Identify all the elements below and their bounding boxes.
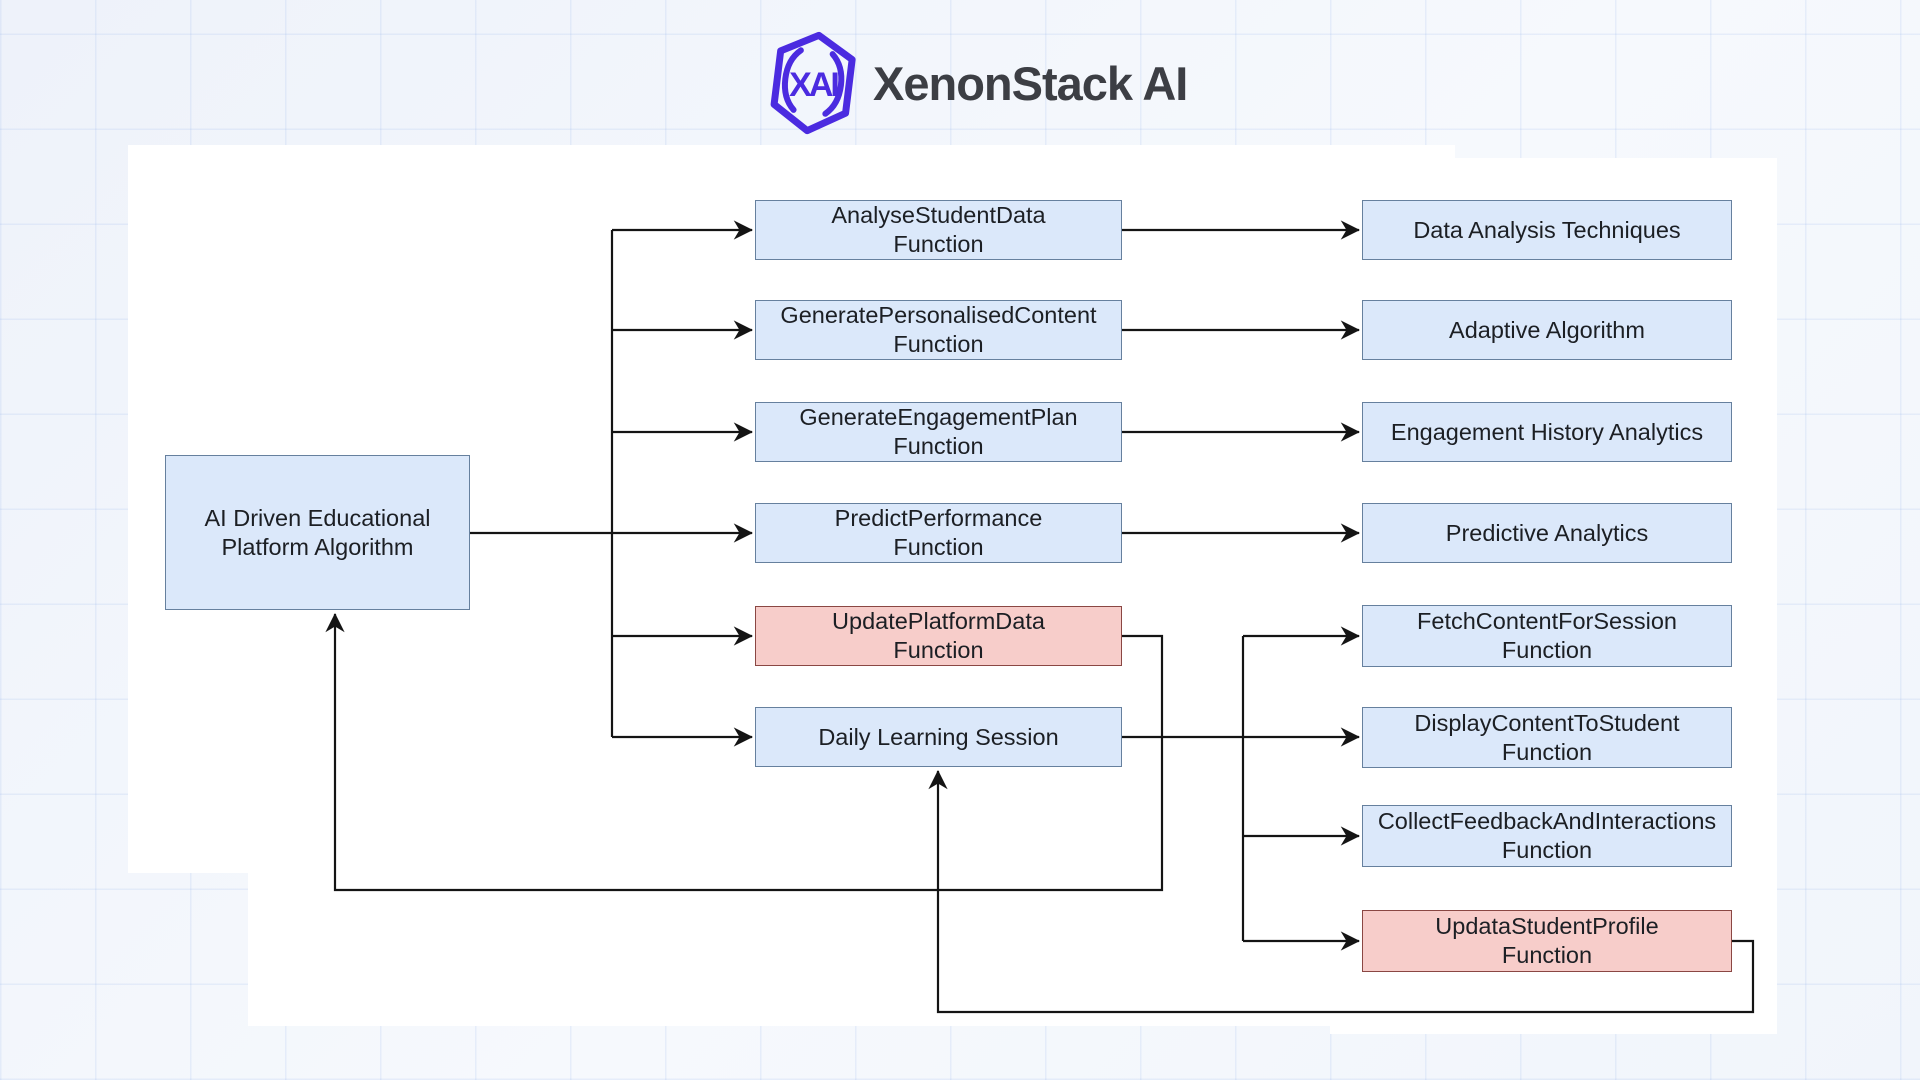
node-label-line: Function [1501,837,1593,863]
node-label-line: CollectFeedbackAndInteractions [1377,808,1717,834]
node-daily-learning-session: Daily Learning Session [755,707,1122,767]
node-label-line: Adaptive Algorithm [1449,316,1645,343]
node-label-line: Function [893,534,984,560]
brand-name: XenonStack AI [873,56,1188,110]
brand-header: XAI XenonStack AI [768,28,1188,138]
node-label-line: Data Analysis Techniques [1413,216,1681,243]
node-label-line: Function [1501,738,1593,765]
node-data-analysis-techniques: Data Analysis Techniques [1362,200,1732,260]
node-label-line: Function [893,331,984,357]
node-engagement-history-analytics: Engagement History Analytics [1362,402,1732,462]
connector-updata-student-profile-feedback-to-daily-session [928,770,1755,1014]
node-label-line: DisplayContentToStudent [1414,709,1680,736]
xenonstack-logo-icon: XAI [770,31,856,135]
diagram-background-panel-bottom [248,860,1353,1026]
node-label-line: UpdataStudentProfile [1435,913,1659,939]
node-label-line: Function [893,231,984,257]
node-label-line: Function [893,433,984,459]
node-label-line: FetchContentForSession [1417,608,1677,634]
node-label-line: GeneratePersonalisedContent [780,302,1097,328]
node-label-line: UpdatePlatformData [832,608,1045,634]
node-label-line: Predictive Analytics [1445,519,1649,546]
node-label-line: AnalyseStudentData [831,202,1046,228]
logo-monogram: XAI [789,66,838,104]
node-adaptive-algorithm: Adaptive Algorithm [1362,300,1732,360]
node-label-line: AI Driven Educational [204,504,431,531]
node-label-line: Platform Algorithm [221,533,414,560]
node-label-line: Function [1501,942,1593,968]
node-label-line: Function [1501,637,1593,663]
connector-update-platform-data-feedback-to-root [325,613,1164,892]
node-label-line: Daily Learning Session [818,723,1059,750]
node-label-line: PredictPerformance [834,505,1043,531]
node-predictive-analytics: Predictive Analytics [1362,503,1732,563]
node-label-line: GenerateEngagementPlan [799,404,1078,430]
node-label-line: Function [893,637,984,663]
node-label-line: Engagement History Analytics [1390,418,1704,445]
